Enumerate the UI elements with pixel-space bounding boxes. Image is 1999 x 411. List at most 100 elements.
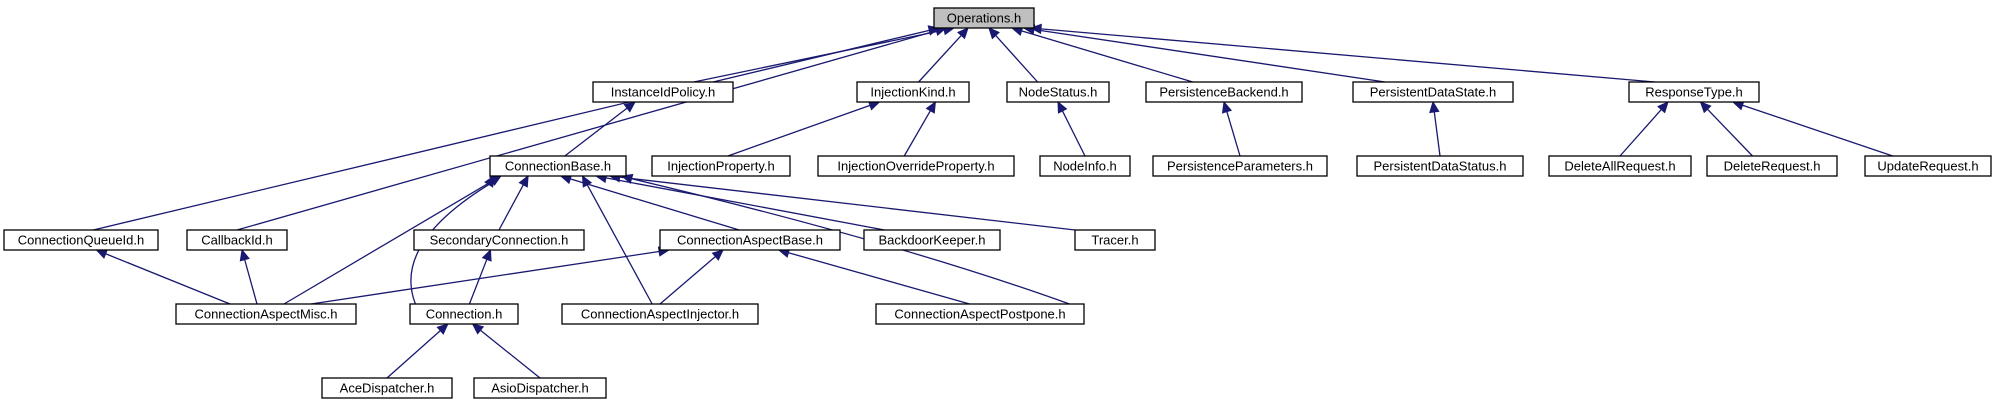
- edge-persistence_backend-to-operations: [1010, 25, 1193, 83]
- node-label: ConnectionAspectBase.h: [677, 233, 823, 248]
- edge-line: [564, 107, 628, 157]
- edge-ace_dispatcher-to-connection: [386, 323, 449, 379]
- node-label: NodeInfo.h: [1053, 159, 1117, 174]
- edge-line: [1061, 110, 1086, 157]
- edge-line: [1706, 108, 1753, 157]
- edge-line: [1040, 28, 1656, 83]
- edge-arrowhead: [481, 248, 492, 262]
- node-tracer[interactable]: Tracer.h: [1074, 229, 1156, 251]
- edge-arrowhead: [1657, 101, 1669, 114]
- node-operations[interactable]: Operations.h: [933, 7, 1035, 29]
- node-asio-dispatcher[interactable]: AsioDispatcher.h: [473, 377, 607, 399]
- edge-line: [586, 184, 653, 305]
- node-secondary-connection[interactable]: SecondaryConnection.h: [413, 229, 585, 251]
- node-connection-aspect-injector[interactable]: ConnectionAspectInjector.h: [561, 303, 759, 325]
- node-box: [1548, 155, 1692, 177]
- node-box: [1628, 81, 1760, 103]
- node-connection-aspect-postpone[interactable]: ConnectionAspectPostpone.h: [875, 303, 1085, 325]
- edge-persistence_parameters-to-persistence_backend: [1221, 100, 1241, 157]
- node-callback-id[interactable]: CallbackId.h: [186, 229, 288, 251]
- node-response-type[interactable]: ResponseType.h: [1628, 81, 1760, 103]
- node-ace-dispatcher[interactable]: AceDispatcher.h: [321, 377, 453, 399]
- edge-callback_id-to-operations: [236, 25, 948, 231]
- edge-line: [386, 330, 441, 379]
- node-label: InjectionKind.h: [870, 85, 955, 100]
- edge-arrowhead: [239, 248, 250, 262]
- edge-injection_kind-to-operations: [918, 27, 969, 83]
- node-box: [875, 303, 1085, 325]
- edge-line: [788, 252, 970, 305]
- edge-line: [93, 29, 930, 231]
- node-persistence-parameters[interactable]: PersistenceParameters.h: [1152, 155, 1328, 177]
- node-label: PersistenceParameters.h: [1167, 159, 1313, 174]
- edge-line: [283, 180, 493, 305]
- edge-line: [619, 176, 1076, 231]
- edge-line: [1742, 104, 1893, 157]
- node-label: UpdateRequest.h: [1877, 159, 1978, 174]
- edge-arrowhead: [436, 323, 449, 335]
- edge-line: [727, 104, 871, 157]
- node-connection-aspect-misc[interactable]: ConnectionAspectMisc.h: [175, 303, 357, 325]
- node-backdoor-keeper[interactable]: BackdoorKeeper.h: [863, 229, 1001, 251]
- edge-update_request-to-response_type: [1731, 100, 1893, 157]
- edge-line: [480, 329, 541, 379]
- node-box: [863, 229, 1001, 251]
- node-box: [413, 229, 585, 251]
- node-node-info[interactable]: NodeInfo.h: [1039, 155, 1131, 177]
- node-box: [3, 229, 159, 251]
- edge-line: [236, 30, 937, 231]
- edge-tracer-to-connection_base: [608, 171, 1076, 231]
- edge-persistent_data_status-to-persistent_data_state: [1429, 100, 1441, 157]
- edge-line: [918, 34, 962, 83]
- node-label: ResponseType.h: [1645, 85, 1743, 100]
- node-update-request[interactable]: UpdateRequest.h: [1864, 155, 1992, 177]
- node-injection-property[interactable]: InjectionProperty.h: [651, 155, 791, 177]
- node-persistent-data-status[interactable]: PersistentDataStatus.h: [1356, 155, 1524, 177]
- node-persistence-backend[interactable]: PersistenceBackend.h: [1145, 81, 1303, 103]
- node-box: [1356, 155, 1524, 177]
- node-box: [489, 155, 627, 177]
- node-label: Operations.h: [947, 11, 1021, 26]
- node-label: PersistenceBackend.h: [1159, 85, 1288, 100]
- node-box: [1074, 229, 1156, 251]
- node-label: ConnectionAspectInjector.h: [581, 307, 739, 322]
- edge-asio_dispatcher-to-connection: [471, 323, 541, 379]
- edge-arrowhead: [925, 100, 937, 114]
- node-delete-request[interactable]: DeleteRequest.h: [1706, 155, 1838, 177]
- node-node-status[interactable]: NodeStatus.h: [1006, 81, 1110, 103]
- edge-line: [659, 256, 716, 305]
- node-box: [1352, 81, 1514, 103]
- node-label: AsioDispatcher.h: [491, 381, 589, 396]
- node-connection-queue-id[interactable]: ConnectionQueueId.h: [3, 229, 159, 251]
- edge-backdoor_keeper-to-connection_base: [594, 172, 885, 231]
- node-box: [321, 377, 453, 399]
- node-box: [561, 303, 759, 325]
- edge-connection_base-to-instance_id_policy: [564, 101, 636, 157]
- edge-injection_property-to-injection_kind: [727, 100, 881, 157]
- node-delete-all-request[interactable]: DeleteAllRequest.h: [1548, 155, 1692, 177]
- node-box: [1039, 155, 1131, 177]
- node-label: BackdoorKeeper.h: [879, 233, 986, 248]
- node-label: NodeStatus.h: [1019, 85, 1098, 100]
- node-persistent-data-state[interactable]: PersistentDataState.h: [1352, 81, 1514, 103]
- node-injection-override-property[interactable]: InjectionOverrideProperty.h: [817, 155, 1015, 177]
- node-label: ConnectionAspectPostpone.h: [894, 307, 1065, 322]
- node-label: AceDispatcher.h: [340, 381, 435, 396]
- edge-line: [105, 253, 231, 305]
- edge-line: [1433, 111, 1441, 157]
- node-connection[interactable]: Connection.h: [409, 303, 519, 325]
- node-label: DeleteRequest.h: [1724, 159, 1821, 174]
- node-connection-aspect-base[interactable]: ConnectionAspectBase.h: [659, 229, 841, 251]
- node-connection-base[interactable]: ConnectionBase.h: [489, 155, 627, 177]
- edge-line: [1226, 111, 1241, 157]
- edge-connection_aspect_misc-to-connection_queue_id: [95, 249, 231, 305]
- node-box: [651, 155, 791, 177]
- node-label: SecondaryConnection.h: [430, 233, 569, 248]
- edge-node_info-to-node_status: [1057, 100, 1086, 157]
- node-instance-id-policy[interactable]: InstanceIdPolicy.h: [592, 81, 734, 103]
- node-box: [186, 229, 288, 251]
- node-box: [1864, 155, 1992, 177]
- node-label: PersistentDataStatus.h: [1374, 159, 1507, 174]
- node-injection-kind[interactable]: InjectionKind.h: [856, 81, 970, 103]
